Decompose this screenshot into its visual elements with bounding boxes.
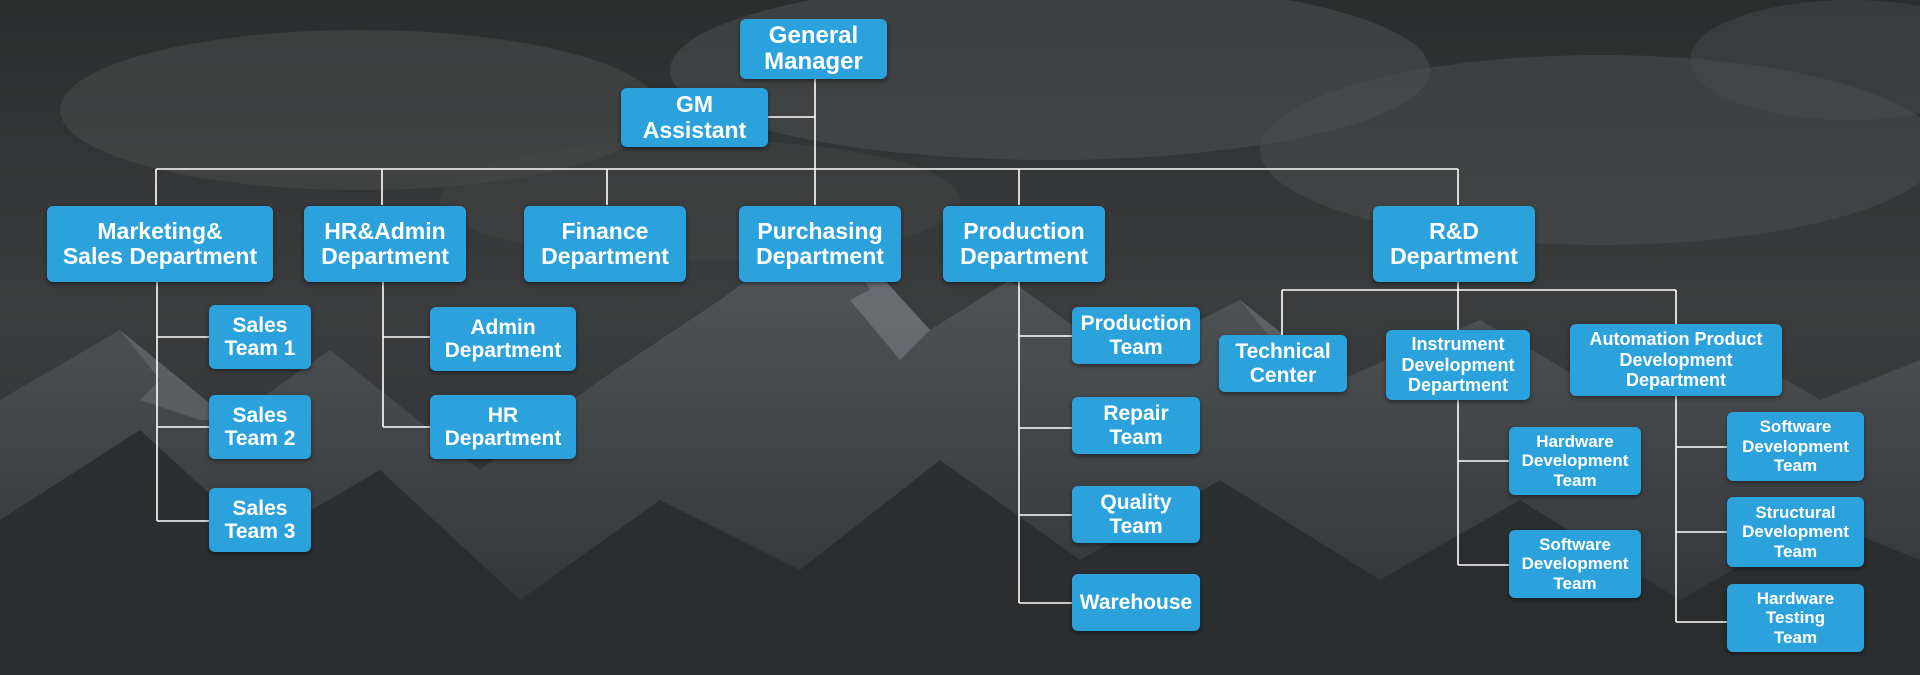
node-purchasing-department: Purchasing Department: [739, 206, 901, 282]
node-hr-department: HR Department: [430, 395, 576, 459]
node-gm-assistant: GM Assistant: [621, 88, 768, 147]
node-marketing-sales-department: Marketing& Sales Department: [47, 206, 273, 282]
node-automation-software-development-team: Software Development Team: [1727, 412, 1864, 481]
node-automation-product-development-department: Automation Product Development Departmen…: [1570, 324, 1782, 396]
node-quality-team: Quality Team: [1072, 486, 1200, 543]
node-instrument-hardware-development-team: Hardware Development Team: [1509, 427, 1641, 495]
node-warehouse: Warehouse: [1072, 574, 1200, 631]
node-production-team: Production Team: [1072, 307, 1200, 364]
node-technical-center: Technical Center: [1219, 335, 1347, 392]
node-admin-department: Admin Department: [430, 307, 576, 371]
node-automation-structural-development-team: Structural Development Team: [1727, 497, 1864, 567]
node-automation-hardware-testing-team: Hardware Testing Team: [1727, 584, 1864, 652]
node-instrument-software-development-team: Software Development Team: [1509, 530, 1641, 598]
node-repair-team: Repair Team: [1072, 397, 1200, 454]
node-general-manager: General Manager: [740, 19, 887, 79]
node-instrument-development-department: Instrument Development Department: [1386, 330, 1530, 400]
node-hr-admin-department: HR&Admin Department: [304, 206, 466, 282]
node-sales-team-1: Sales Team 1: [209, 305, 311, 369]
node-rd-department: R&D Department: [1373, 206, 1535, 282]
node-finance-department: Finance Department: [524, 206, 686, 282]
node-production-department: Production Department: [943, 206, 1105, 282]
node-sales-team-2: Sales Team 2: [209, 395, 311, 459]
node-sales-team-3: Sales Team 3: [209, 488, 311, 552]
